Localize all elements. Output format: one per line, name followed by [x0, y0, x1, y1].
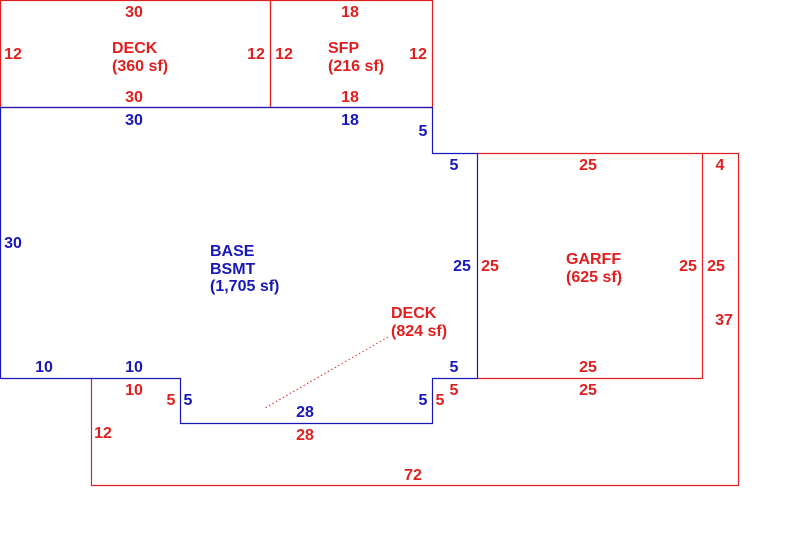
dim-base-bottom-left: 10 [35, 359, 53, 376]
sfp-area: (216 sf) [328, 58, 384, 75]
dim-deck-b-left: 12 [94, 425, 112, 442]
dim-sfp-right: 12 [409, 46, 427, 63]
sfp-name: SFP [328, 40, 359, 57]
dim-garff-top: 25 [579, 157, 597, 174]
dim-base-step-left: 5 [184, 392, 193, 409]
dim-deck-b-bottom: 72 [404, 467, 422, 484]
area-labels: DECK (360 sf) SFP (216 sf) BASE BSMT (1,… [112, 40, 622, 340]
dim-deck-b-under-garff: 25 [579, 382, 597, 399]
deck-bottom-name: DECK [391, 305, 437, 322]
dim-deck-b-top-strip: 4 [716, 157, 725, 174]
dim-base-bottom-mid: 10 [125, 359, 143, 376]
base-area: (1,705 sf) [210, 278, 279, 295]
dim-sfp-bottom: 18 [341, 89, 359, 106]
dim-deck-b-step-left: 5 [167, 392, 176, 409]
dim-garff-left: 25 [481, 258, 499, 275]
dim-base-bottom-inner: 28 [296, 404, 314, 421]
dim-deck-b-top-left: 10 [125, 382, 143, 399]
base-name-1: BASE [210, 243, 255, 260]
deck-leader-line [264, 336, 389, 409]
garff-area: (625 sf) [566, 269, 622, 286]
dim-deck-b-strip-right: 25 [707, 258, 725, 275]
dim-base-top-right: 18 [341, 112, 359, 129]
dim-base-right: 25 [453, 258, 471, 275]
dim-sfp-top: 18 [341, 4, 359, 21]
dim-base-bottom-right: 5 [450, 359, 459, 376]
dim-base-top-left: 30 [125, 112, 143, 129]
base-bsmt-outline [0, 106, 479, 425]
garff-name: GARFF [566, 251, 621, 268]
dim-base-left: 30 [4, 235, 22, 252]
garff-outline [477, 152, 704, 380]
deck-bottom-area: (824 sf) [391, 323, 447, 340]
deck-top-area: (360 sf) [112, 58, 168, 75]
dim-deck-b-step-right: 5 [436, 392, 445, 409]
dim-sfp-left: 12 [275, 46, 293, 63]
dim-base-notch-vertical: 5 [419, 123, 428, 140]
dim-garff-right: 25 [679, 258, 697, 275]
dim-base-notch-horizontal: 5 [450, 157, 459, 174]
dim-deck-top-top: 30 [125, 4, 143, 21]
dim-deck-b-right-step: 5 [450, 382, 459, 399]
dimension-labels: 30 12 12 30 18 12 12 18 30 18 5 5 30 25 … [4, 4, 733, 484]
deck-top-name: DECK [112, 40, 158, 57]
deck-bottom-outline [90, 152, 740, 487]
base-name-2: BSMT [210, 261, 256, 278]
dim-deck-top-bottom: 30 [125, 89, 143, 106]
dim-deck-top-left: 12 [4, 46, 22, 63]
dim-garff-bottom: 25 [579, 359, 597, 376]
dim-deck-b-right: 37 [715, 312, 733, 329]
dim-deck-b-inner: 28 [296, 427, 314, 444]
dim-base-step-right: 5 [419, 392, 428, 409]
dim-deck-top-right: 12 [247, 46, 265, 63]
